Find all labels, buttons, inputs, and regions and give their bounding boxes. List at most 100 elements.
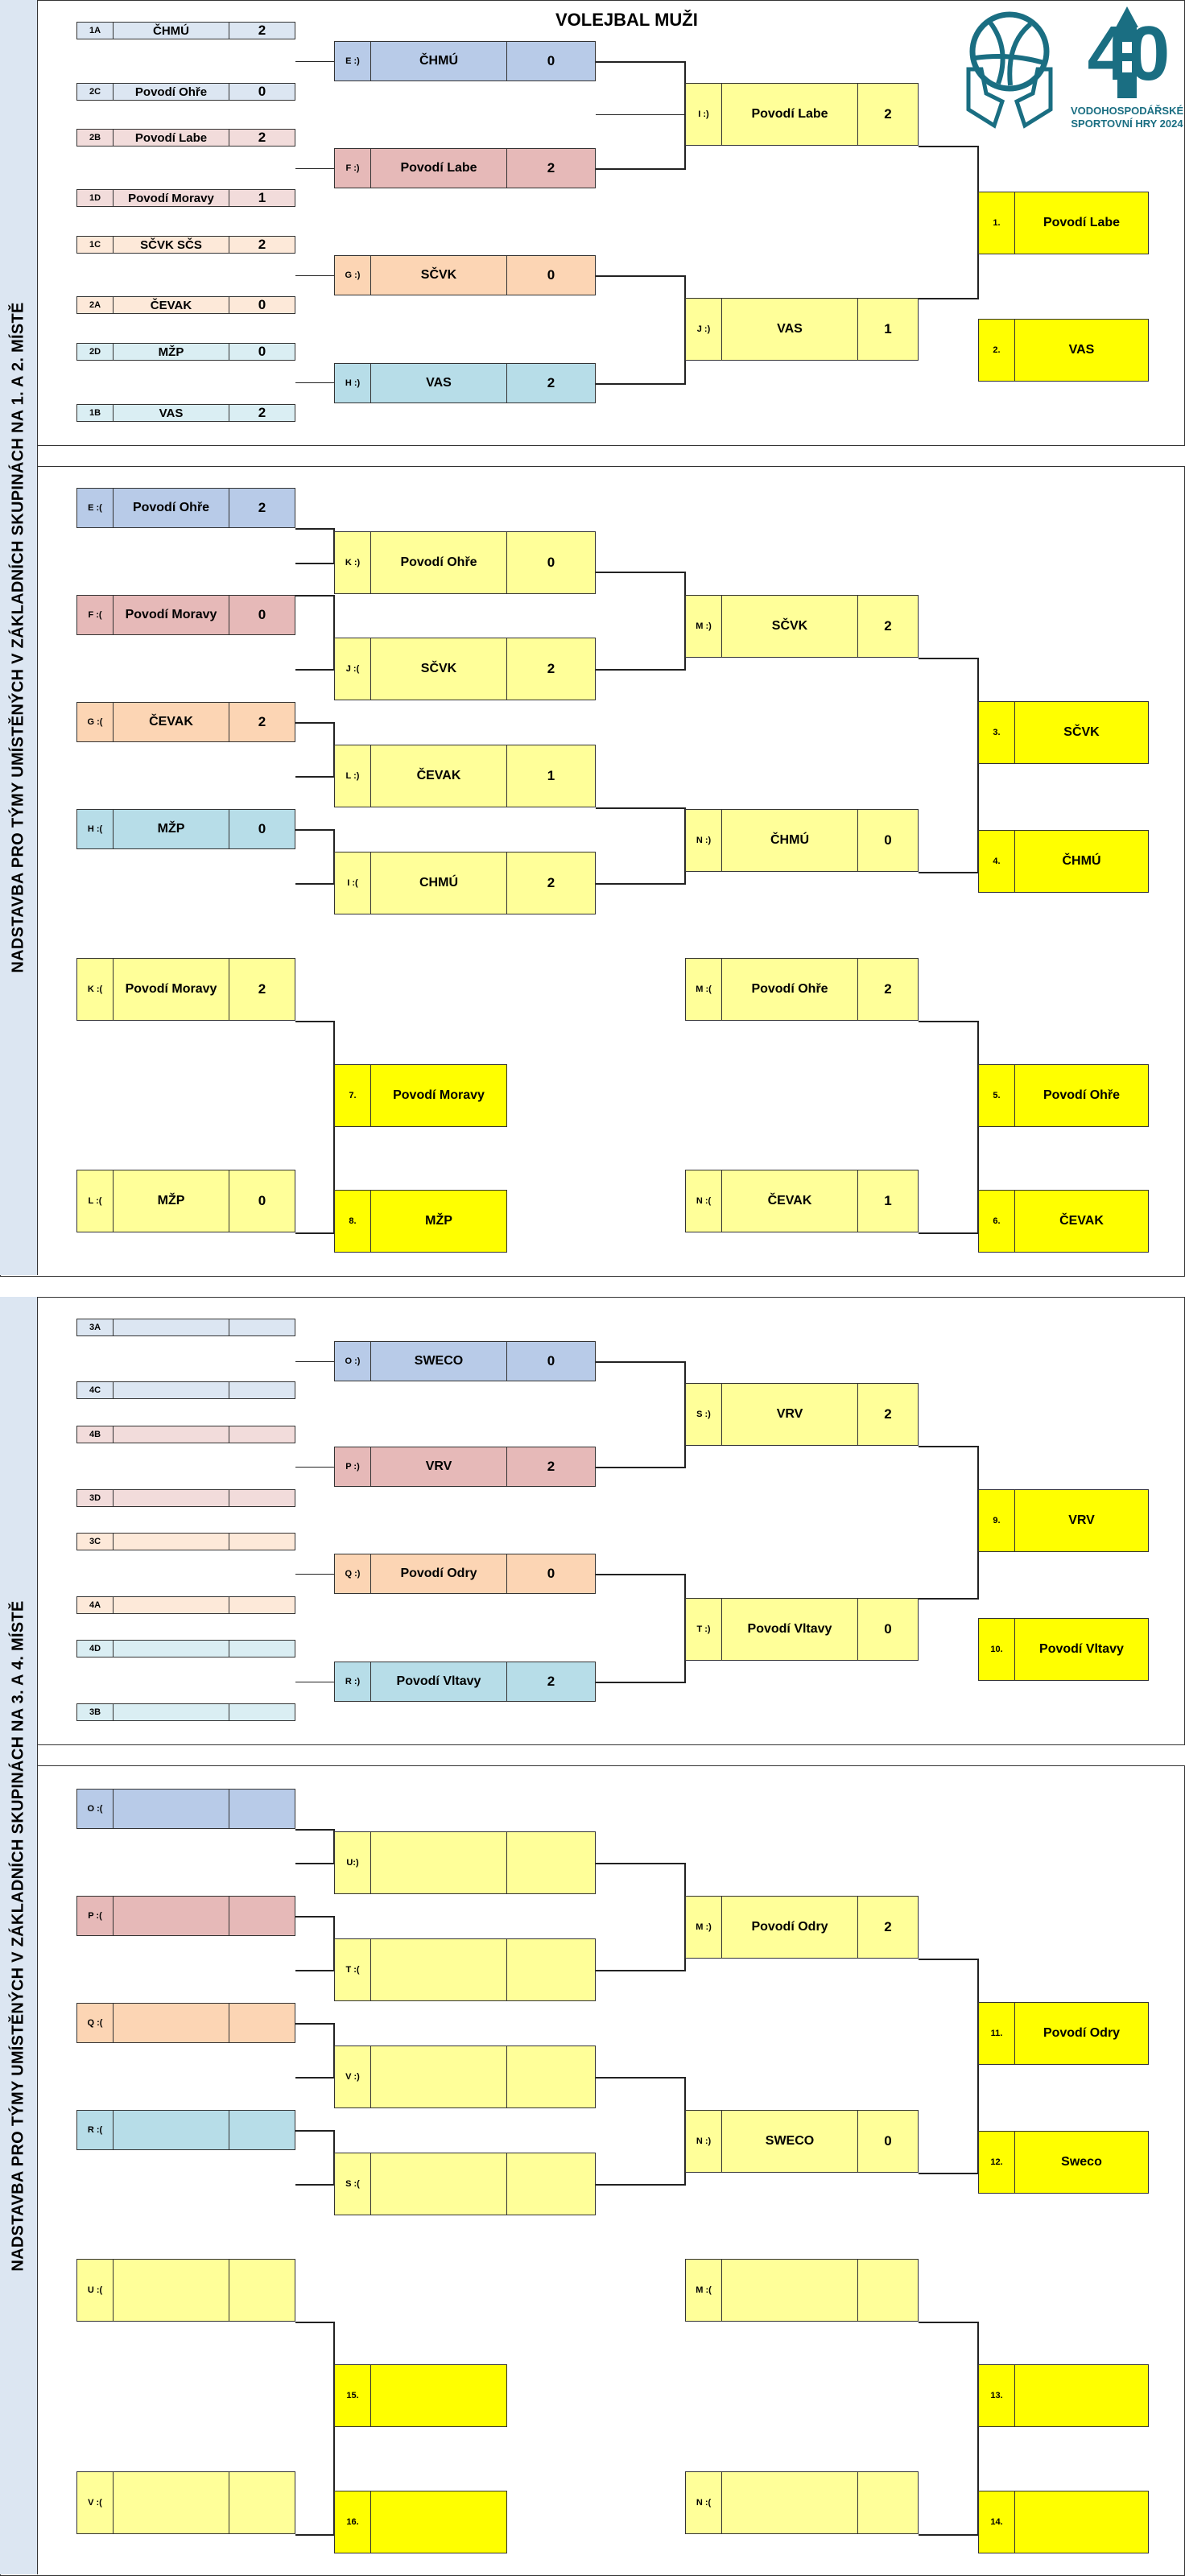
bracket-box-score: 1 [857,299,918,360]
bracket-box-score: 0 [506,1342,595,1381]
bracket-box-label: 3D [77,1490,114,1506]
bracket-box-u1: U :( [76,2259,295,2322]
logo-text-line1: VODOHOSPODÁŘSKÉ [1071,105,1184,117]
bracket-box-label: U:) [335,1832,371,1893]
bracket-box-score: 2 [857,596,918,657]
bracket-box-label: G :) [335,256,371,295]
bracket-box-team: SČVK [420,268,457,282]
bracket-box-team: Povodí Moravy [125,608,217,621]
bracket-box-score: 1 [506,745,595,807]
bracket-box-team: ČEVAK [150,298,192,312]
bracket-box-r4: S :( [334,2153,596,2215]
bracket-box-score: 0 [229,344,295,360]
bracket-box-score [229,1597,295,1613]
connector-line [295,1970,334,1971]
bracket-box-team [371,2491,506,2553]
bracket-box-team [1015,2491,1148,2553]
connector-line [295,563,334,564]
bracket-box-score [229,1534,295,1550]
connector-line [919,2534,978,2536]
bracket-box-label: J :( [335,638,371,700]
connector-line [596,883,685,885]
bracket-box-label: 2. [979,320,1015,381]
connector-line [596,1863,685,1864]
bracket-box-label: K :) [335,532,371,593]
bracket-box-team [114,1790,229,1828]
bracket-box-team: Povodí Ohře [134,85,208,99]
bracket-box-team [371,1832,506,1893]
bracket-box-j1: 7.Povodí Moravy [334,1064,507,1127]
bracket-box-score: 2 [229,23,295,39]
connector-line [295,1232,334,1234]
bracket-box-p2: 10.Povodí Vltavy [978,1618,1149,1681]
bracket-box-team: ČEVAK [767,1194,812,1208]
bracket-box-label: N :) [686,2111,722,2172]
bracket-box-team: MŽP [157,1194,185,1208]
bracket-box-label: P :) [335,1447,371,1486]
bracket-box-l1: 5.Povodí Ohře [978,1064,1149,1127]
bracket-box-t2: 12.Sweco [978,2131,1149,2194]
bracket-box-team: ČHMÚ [770,833,809,847]
volleyball-logo [962,5,1057,134]
bracket-box-m1: 3A [76,1319,295,1336]
connector-line [919,2322,978,2323]
bracket-box-w1: M :( [685,2259,919,2322]
bracket-box-score: 2 [506,852,595,914]
connector-line [295,2322,334,2323]
bracket-box-label: 3A [77,1319,114,1335]
bracket-box-team: SČVK [420,662,457,675]
connector-line [295,528,334,530]
bracket-box-team: MŽP [157,822,185,836]
bracket-box-score [229,2004,295,2042]
bracket-box-t1: 11.Povodí Odry [978,2002,1149,2065]
bracket-box-label: 5. [979,1065,1015,1126]
bracket-box-label: S :) [686,1384,722,1445]
bracket-box-score: 2 [506,638,595,700]
bracket-box-score [229,1897,295,1935]
bracket-box-team [114,1382,229,1398]
bracket-box-team: VAS [426,376,452,390]
connector-line [919,298,978,299]
bracket-box-score: 2 [229,959,295,1020]
bracket-box-team: Povodí Ohře [400,555,477,569]
bracket-box-team: Povodí Vltavy [396,1674,481,1688]
bracket-box-team [114,1490,229,1506]
bracket-box-v1: 15. [334,2364,507,2427]
bracket-box-team [114,1426,229,1443]
bracket-box-team: Povodí Moravy [125,982,217,996]
bracket-box-team: CHMÚ [419,876,458,890]
bracket-box-d2: 2.VAS [978,319,1149,382]
connector-line [295,722,334,724]
bracket-box-label: 2B [77,130,114,146]
page-title: VOLEJBAL MUŽI [555,10,698,30]
bracket-box-label: 14. [979,2491,1015,2553]
bracket-box-score: 2 [229,130,295,146]
bracket-box-score: 2 [506,1447,595,1486]
bracket-box-team: SWECO [414,1354,464,1368]
bracket-box-label: 1D [77,190,114,206]
bracket-box-label: O :) [335,1342,371,1381]
bracket-box-score [229,2260,295,2321]
bracket-box-team [722,2260,857,2321]
bracket-box-label: 3. [979,702,1015,763]
bracket-box-score [506,1939,595,2000]
bracket-box-team [114,1534,229,1550]
bracket-box-q3: Q :( [76,2003,295,2043]
connector-line [333,2322,335,2536]
bracket-box-score [857,2260,918,2321]
bracket-box-d1: 1.Povodí Labe [978,192,1149,254]
